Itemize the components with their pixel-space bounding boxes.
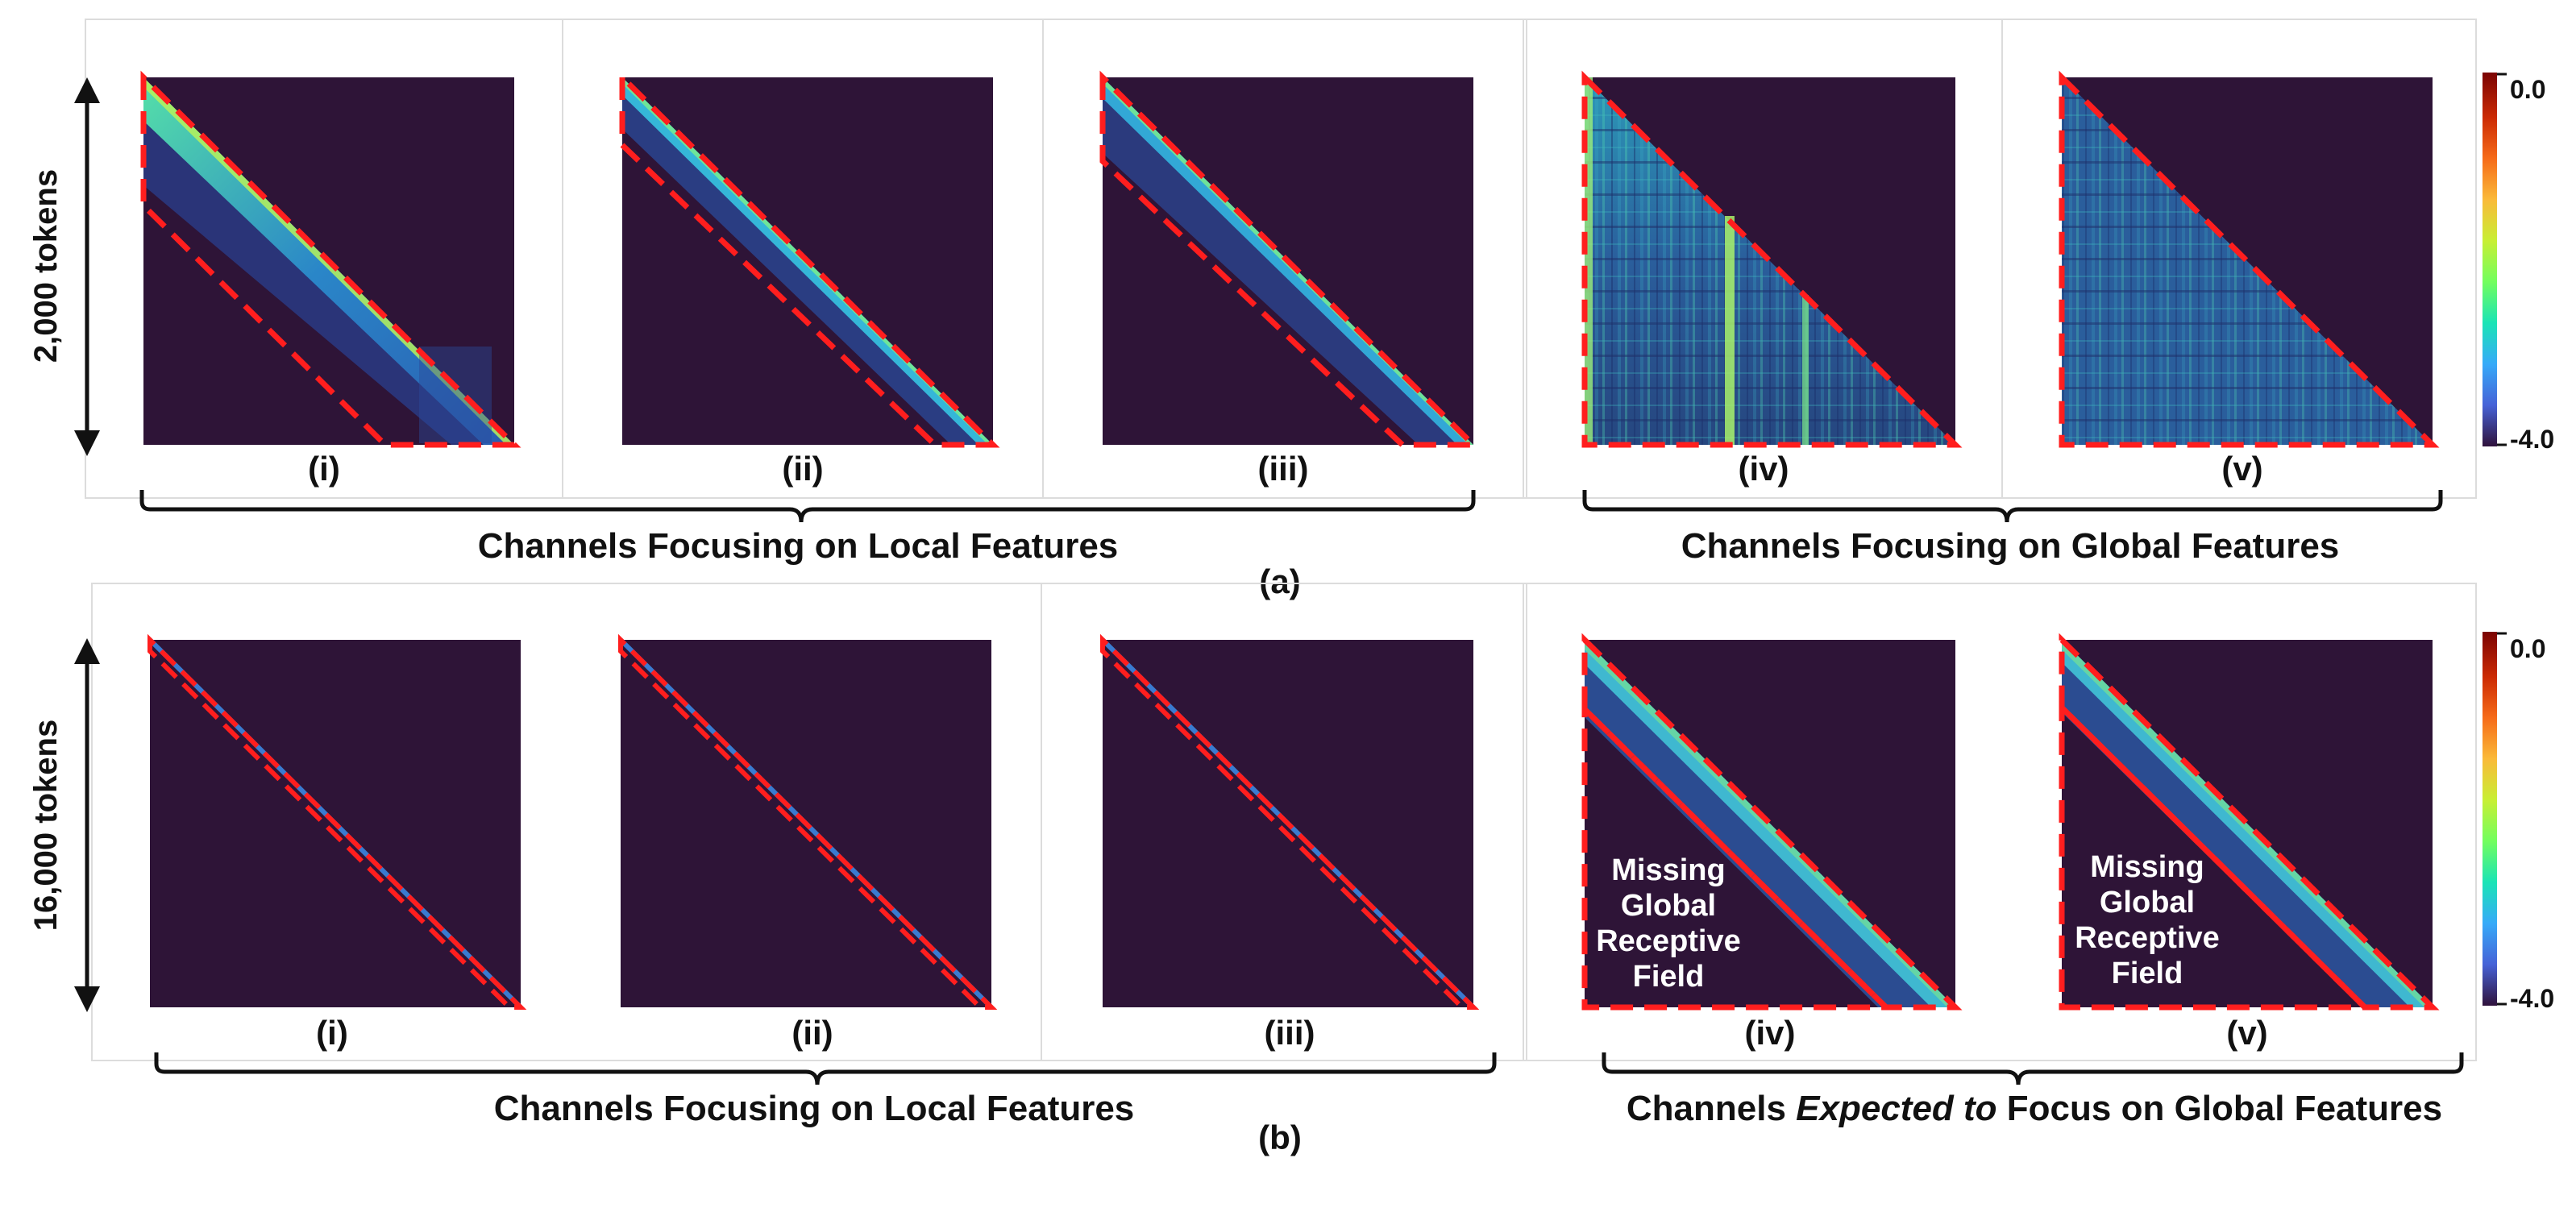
panel-label-b-iii: (iii) xyxy=(1265,1014,1315,1052)
svg-text:Receptive: Receptive xyxy=(2075,921,2220,955)
brace-a-local xyxy=(139,490,1476,523)
annotation-b-v: Missing Global Receptive Field xyxy=(2075,850,2220,990)
brace-b-local xyxy=(154,1052,1497,1085)
panel-frame-b-global xyxy=(1523,583,2477,1061)
panel-label-b-v: (v) xyxy=(2226,1014,2267,1052)
colorbar-b xyxy=(2483,632,2507,1006)
colorbar-a xyxy=(2483,73,2507,446)
group-label-b-global: Channels Expected to Focus on Global Fea… xyxy=(1627,1089,2442,1128)
annotation-b-iv: Missing Global Receptive Field xyxy=(1596,853,1741,994)
colorbar-b-min: -4.0 xyxy=(2510,984,2554,1013)
colorbar-a-max: 0.0 xyxy=(2510,75,2545,104)
group-label-b-local: Channels Focusing on Local Features xyxy=(494,1089,1135,1128)
brace-a-global xyxy=(1582,490,2443,523)
double-arrow-icon xyxy=(74,638,100,1012)
colorbar-a-min: -4.0 xyxy=(2510,425,2554,454)
brace-b-global xyxy=(1602,1052,2464,1085)
panel-frame-b-local xyxy=(91,583,1527,1061)
row-b: 16,000 tokens (i) (ii) (iii) xyxy=(28,583,2554,1156)
svg-text:Missing: Missing xyxy=(1611,853,1725,887)
axis-label-b: 16,000 tokens xyxy=(28,720,64,931)
panel-frame-a-global xyxy=(1523,19,2477,499)
heatmap-b-iii xyxy=(1100,633,1480,1010)
group-label-a-global: Channels Focusing on Global Features xyxy=(1681,526,2340,566)
heatmap-a-iv xyxy=(1581,70,1963,448)
heatmap-a-iii xyxy=(1099,70,1481,448)
panel-label-b-ii: (ii) xyxy=(791,1014,833,1052)
svg-text:Global: Global xyxy=(1621,889,1716,923)
heatmap-b-i xyxy=(147,633,527,1010)
panel-label-a-iii: (iii) xyxy=(1258,450,1309,488)
heatmap-b-ii xyxy=(618,633,998,1010)
svg-text:Missing: Missing xyxy=(2090,850,2204,884)
svg-text:Global: Global xyxy=(2100,886,2195,919)
heatmap-a-v xyxy=(2059,70,2440,448)
colorbar-b-max: 0.0 xyxy=(2510,634,2545,663)
double-arrow-icon xyxy=(74,77,100,456)
caption-a: (a) xyxy=(1259,562,1300,600)
panel-label-a-v: (v) xyxy=(2221,450,2262,488)
svg-text:Receptive: Receptive xyxy=(1596,924,1741,958)
svg-text:Field: Field xyxy=(1633,960,1705,994)
svg-text:Field: Field xyxy=(2112,957,2183,990)
group-label-a-local: Channels Focusing on Local Features xyxy=(478,526,1119,566)
row-a: 2,000 tokens (i) (ii) (iii) xyxy=(28,19,2554,600)
heatmap-b-v xyxy=(2059,633,2440,1011)
panel-label-a-ii: (ii) xyxy=(782,450,823,488)
heatmap-a-i xyxy=(140,70,521,448)
panel-label-b-i: (i) xyxy=(316,1014,348,1052)
axis-label-a: 2,000 tokens xyxy=(28,169,64,363)
caption-b: (b) xyxy=(1258,1119,1302,1156)
heatmap-a-ii xyxy=(619,70,1000,448)
panel-label-a-i: (i) xyxy=(308,450,340,488)
heatmap-b-iv xyxy=(1581,633,1963,1011)
panel-label-a-iv: (iv) xyxy=(1739,450,1789,488)
panel-label-b-iv: (iv) xyxy=(1745,1014,1796,1052)
